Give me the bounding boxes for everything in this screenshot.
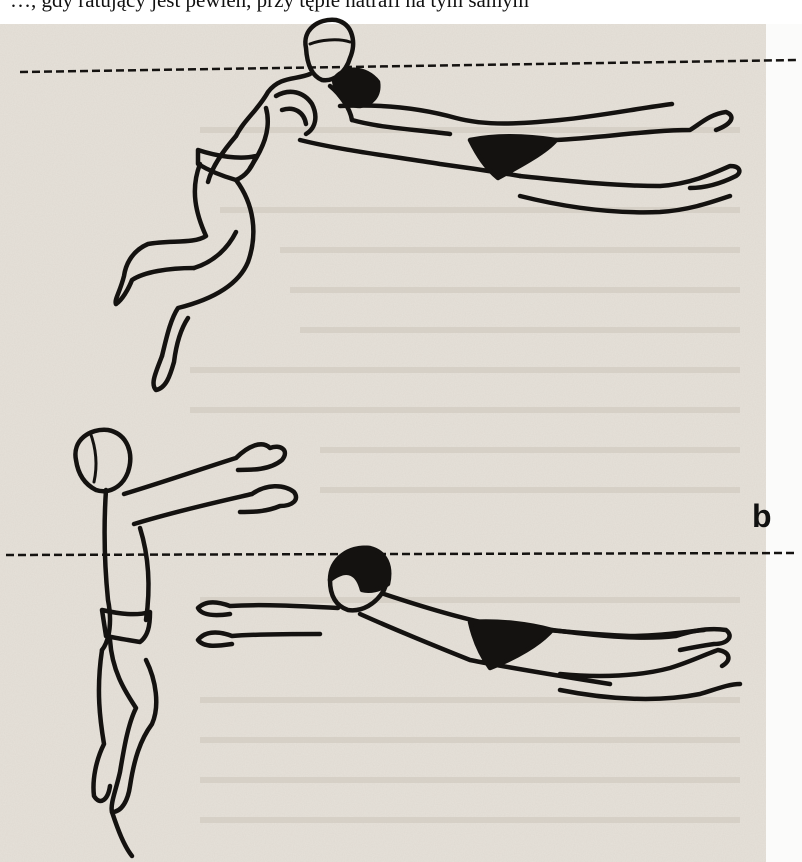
panel-label: b xyxy=(752,498,772,535)
paper-texture xyxy=(0,24,766,862)
